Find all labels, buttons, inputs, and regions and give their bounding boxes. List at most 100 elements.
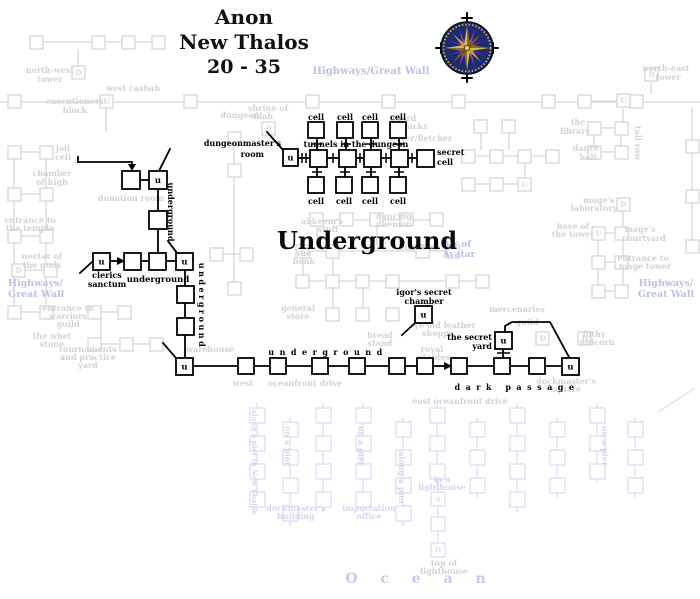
map-room	[176, 285, 195, 304]
map-room-up-exit-letter: u	[155, 176, 161, 186]
map-label: igor's secret	[396, 287, 452, 297]
bg-label: warriors	[48, 311, 87, 321]
bg-room	[489, 149, 504, 164]
bg-label: warehouse	[185, 344, 234, 354]
pier-label: along a pier	[397, 451, 407, 505]
bg-room-letter: D	[581, 334, 587, 343]
bg-room	[614, 145, 629, 160]
map-room	[269, 357, 287, 375]
bg-room	[614, 284, 629, 299]
bg-room	[295, 244, 310, 259]
bg-label: mercenaries	[489, 304, 545, 314]
bg-room	[87, 305, 102, 320]
map-room-up-exit	[175, 252, 194, 271]
bg-label: executioners	[46, 96, 104, 106]
bg-zone-label: Great Wall	[638, 289, 695, 300]
bg-label: hall	[579, 152, 596, 162]
bg-label: guild	[56, 319, 79, 329]
bg-room	[39, 145, 54, 160]
bg-room	[385, 307, 400, 322]
bg-room	[91, 35, 106, 50]
bg-room	[117, 305, 132, 320]
map-label: cell	[390, 196, 406, 206]
map-title-line2: New Thalos	[179, 30, 309, 54]
bg-room	[119, 337, 134, 352]
pier-room	[355, 435, 372, 452]
bg-label: entrance to	[42, 303, 94, 313]
bg-label: entrance to	[617, 253, 669, 263]
map-room	[390, 149, 409, 168]
map-label: underground	[127, 275, 190, 285]
bg-room-letter: D	[648, 70, 654, 79]
bg-label: dockmaster's	[536, 376, 596, 386]
bg-label: store	[287, 311, 310, 321]
map-room	[338, 149, 357, 168]
pier-room	[395, 449, 412, 466]
bg-label: library	[560, 126, 590, 136]
bg-room	[227, 131, 242, 146]
pier-room	[627, 421, 644, 438]
map-room-up-exit	[414, 305, 433, 324]
bg-room	[587, 121, 602, 136]
map-label: room	[241, 149, 265, 159]
bg-room	[501, 119, 516, 134]
map-room	[493, 357, 511, 375]
bg-zone-label: Great Wall	[8, 289, 65, 300]
pier-label: on a pier	[356, 426, 366, 467]
bg-label: base of	[557, 221, 589, 231]
pier-room	[249, 435, 266, 452]
map-room	[528, 357, 546, 375]
map-edge	[77, 161, 133, 167]
bg-label: block	[63, 105, 88, 115]
bg-room	[685, 189, 700, 204]
bg-room	[11, 263, 26, 278]
one-way-arrow	[128, 164, 136, 171]
bg-label: ye old leather	[413, 320, 476, 330]
bg-label: cell	[55, 152, 71, 162]
bg-room	[445, 244, 460, 259]
bg-room-letter: D	[15, 266, 21, 275]
bg-room	[591, 255, 606, 270]
map-title: Anon New Thalos 20 - 35	[144, 4, 344, 79]
bg-room	[614, 255, 629, 270]
map-room-up-exit-letter: u	[500, 337, 506, 347]
bg-label: west casbah	[105, 83, 160, 93]
map-label: the secret	[447, 332, 492, 342]
pier-room	[509, 407, 526, 424]
map-label: cell	[337, 112, 353, 122]
bg-room	[325, 307, 340, 322]
bg-label: jail	[55, 143, 70, 153]
bg-label: tower	[655, 72, 681, 82]
ocean-zone-label: O c e a n	[345, 571, 495, 587]
bg-room	[489, 177, 504, 192]
bg-label: the whet	[33, 331, 72, 341]
bg-room	[149, 337, 164, 352]
bg-label: north-east	[643, 63, 690, 73]
bg-label: barracks	[388, 121, 428, 131]
map-room-up-exit-letter: u	[567, 363, 573, 373]
bg-label: mage's	[624, 224, 656, 234]
map-room-up-exit	[282, 148, 299, 167]
bg-room	[339, 212, 354, 227]
bg-room	[369, 212, 384, 227]
bg-room	[616, 197, 631, 212]
map-room	[309, 149, 328, 168]
compass-rose-icon	[435, 12, 499, 83]
one-way-arrow	[444, 362, 452, 370]
bg-label: tall row	[633, 126, 643, 161]
bg-room	[381, 94, 396, 109]
bg-room	[399, 212, 414, 227]
bg-label: chamber	[32, 168, 72, 178]
pier-room	[395, 421, 412, 438]
bg-label: the temple	[6, 223, 54, 233]
pier-room	[627, 477, 644, 494]
bg-label: allah	[251, 111, 273, 121]
bg-label: the	[297, 248, 312, 258]
bg-room	[39, 187, 54, 202]
map-room-up-exit-letter: u	[420, 311, 426, 321]
bg-room	[295, 274, 310, 289]
bg-label: of high	[36, 177, 68, 187]
pier-room	[549, 477, 566, 494]
bg-room	[629, 94, 644, 109]
